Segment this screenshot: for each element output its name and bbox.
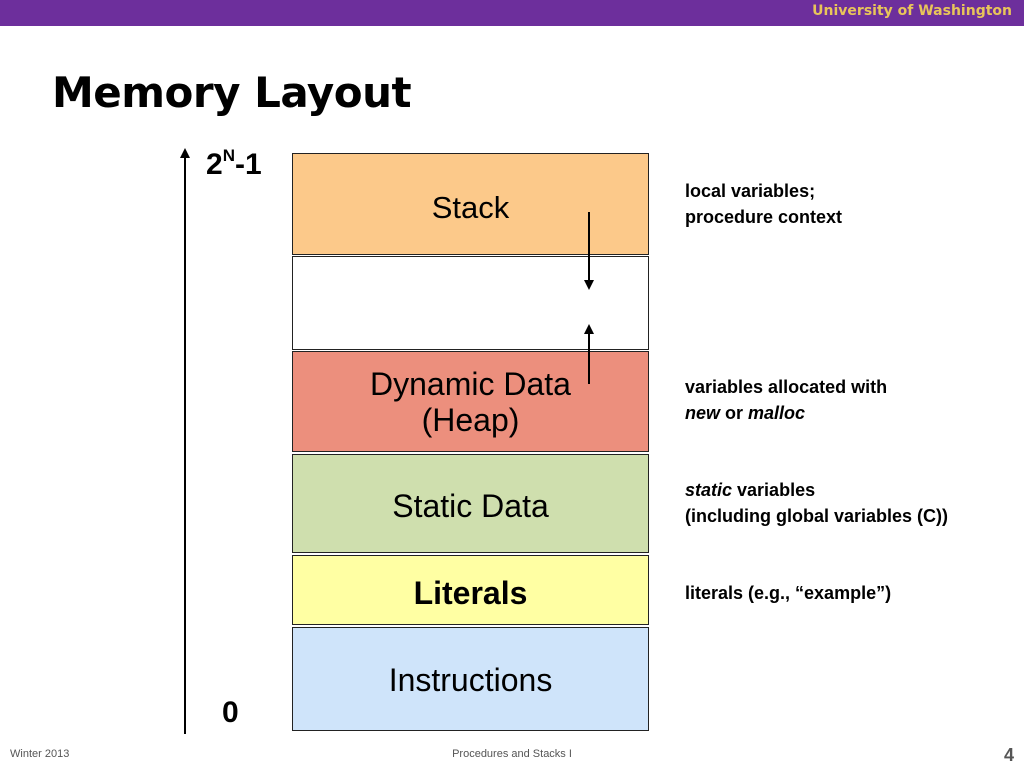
header-bar: University of Washington: [0, 0, 1024, 26]
instructions-label: Instructions: [388, 662, 553, 698]
arrow-up-icon: [584, 324, 594, 334]
address-axis: [184, 154, 186, 734]
static-description: static variables (including global varia…: [685, 480, 949, 526]
axis-arrow-up-icon: [180, 148, 190, 158]
stack-segment: Stack: [292, 153, 649, 255]
heap-segment: Dynamic Data (Heap): [292, 351, 649, 452]
heap-description: variables allocated with new or malloc: [685, 377, 888, 423]
stack-growth-arrow: [588, 212, 590, 280]
stack-label: Stack: [431, 190, 510, 225]
instructions-segment: Instructions: [292, 627, 649, 731]
top-address-label: 2N-1: [206, 146, 262, 181]
stack-description: local variables; procedure context: [685, 181, 843, 227]
heap-growth-arrow: [588, 334, 590, 384]
static-data-label: Static Data: [392, 488, 549, 524]
free-space-segment: [292, 256, 649, 350]
literals-segment: Literals: [292, 555, 649, 625]
footer-lecture-title: Procedures and Stacks I: [452, 748, 572, 760]
slide-title: Memory Layout: [52, 68, 412, 117]
heap-label-line2: (Heap): [421, 402, 520, 438]
literals-label: Literals: [413, 575, 528, 611]
static-data-segment: Static Data: [292, 454, 649, 553]
literals-description: literals (e.g., “example”): [685, 583, 892, 603]
org-name: University of Washington: [812, 3, 1012, 19]
footer-term: Winter 2013: [10, 748, 70, 760]
heap-label-line1: Dynamic Data: [370, 366, 571, 402]
bottom-address-label: 0: [222, 696, 239, 729]
page-number: 4: [1003, 745, 1014, 765]
arrow-down-icon: [584, 280, 594, 290]
